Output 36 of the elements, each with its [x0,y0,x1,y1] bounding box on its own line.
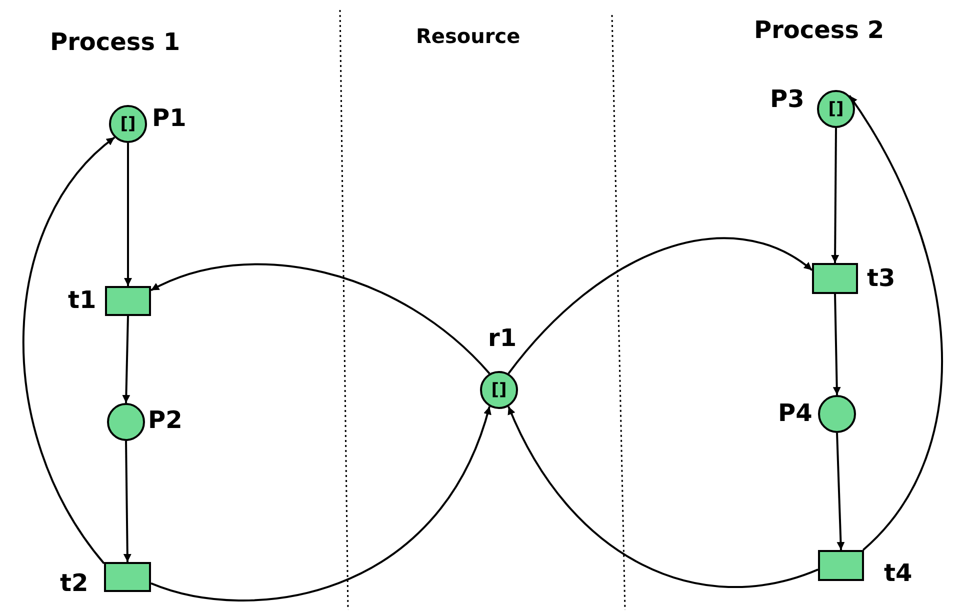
place-circle [109,105,147,143]
node-name: P3 [770,85,804,113]
arc-arrow [123,440,132,562]
transition-box [812,263,858,294]
place-circle [480,371,518,409]
node-name: P4 [778,399,812,427]
node-name: P2 [148,406,182,434]
place-circle [818,395,856,433]
transition-box [818,550,864,581]
place-circle [107,403,145,441]
arc-arrow [832,294,841,396]
token-marking: [] [491,380,507,400]
arc-arrow [508,237,813,374]
section-heading: Process 1 [50,28,180,56]
node-name: r1 [488,324,517,352]
arc-arrow [508,406,818,588]
transition-box [104,562,151,592]
transition-box [105,286,151,316]
node-name: P1 [152,104,186,132]
place-circle [817,90,855,128]
token-marking: [] [828,99,844,119]
section-heading: Process 2 [754,16,884,44]
arc-arrow [831,128,840,263]
arc-arrow [848,95,943,551]
arc-arrow [124,143,132,286]
section-heading: Resource [416,24,520,48]
arc-arrow [122,316,130,404]
node-name: t3 [867,264,896,292]
arc-arrow [836,432,845,550]
node-name: t1 [68,286,96,314]
node-name: t2 [60,569,88,597]
token-marking: [] [120,114,136,134]
arc-arrow [150,406,491,602]
arc-arrow [22,136,116,564]
arc-arrow [150,263,490,374]
node-name: t4 [884,559,912,587]
